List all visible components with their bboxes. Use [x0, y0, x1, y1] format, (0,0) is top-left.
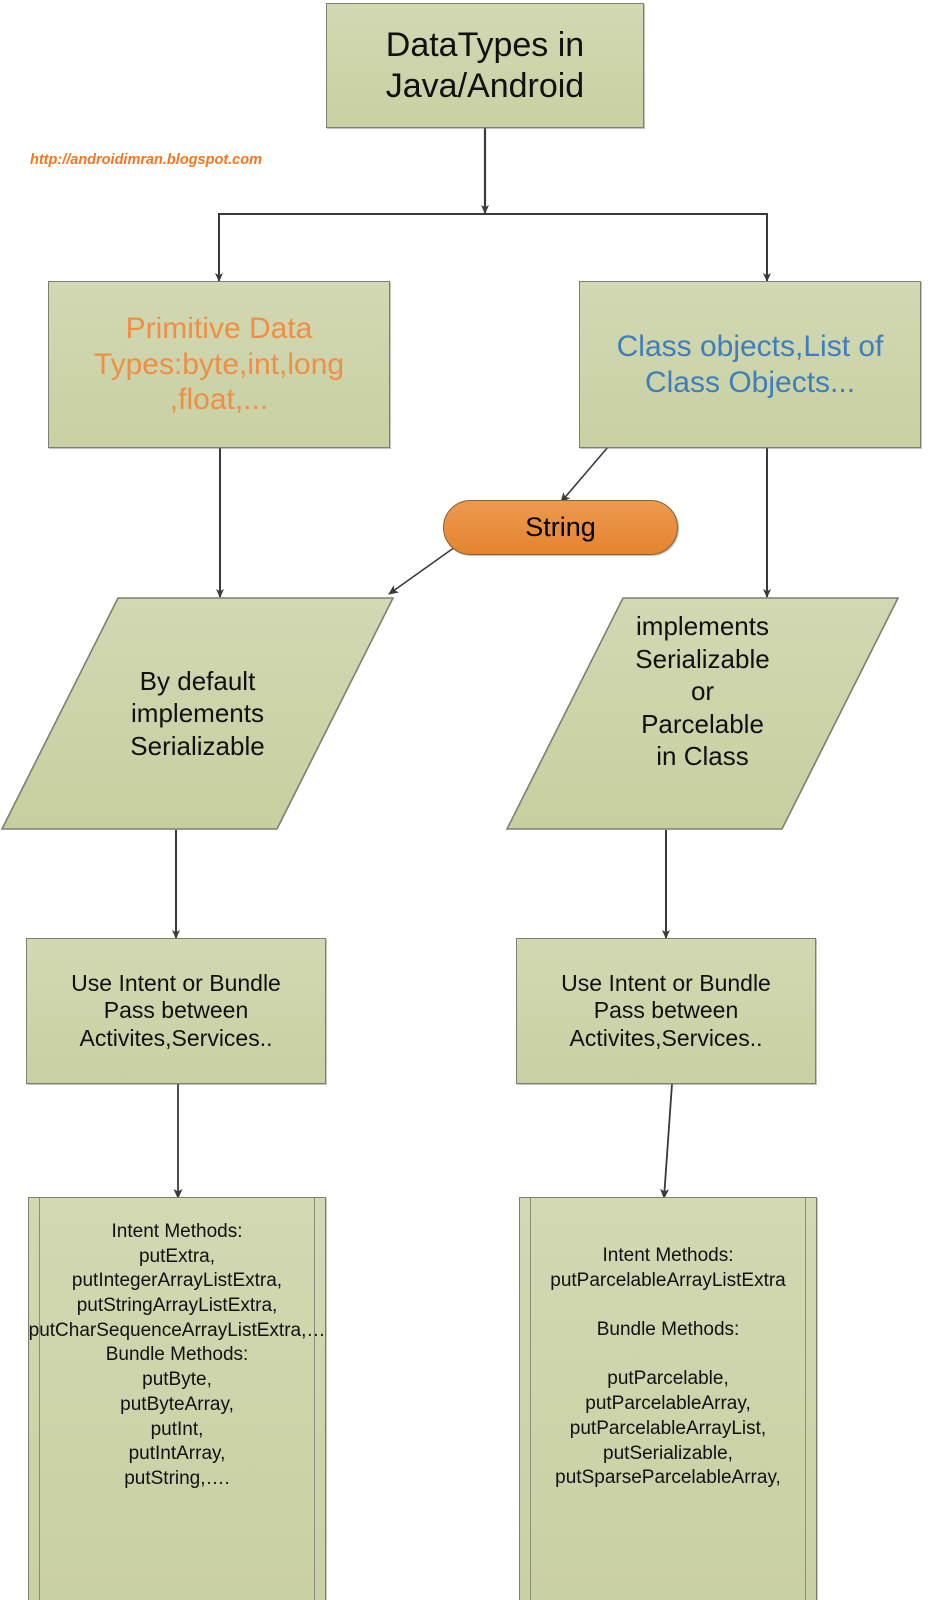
node-implements-serializable-parcelable[interactable]: implements Serializable or Parcelable in…: [505, 596, 900, 831]
process-rail-left-icon: [530, 1198, 531, 1600]
node-string[interactable]: String: [443, 500, 678, 555]
node-implements-label: implements Serializable or Parcelable in…: [635, 611, 770, 771]
watermark-url: http://androidimran.blogspot.com: [30, 152, 262, 168]
node-methods-right[interactable]: Intent Methods: putParcelableArrayListEx…: [519, 1197, 817, 1600]
node-use-intent-left[interactable]: Use Intent or Bundle Pass between Activi…: [26, 938, 326, 1084]
edge-string-to-bydefault: [388, 546, 456, 595]
parallelogram-shape-right: [505, 597, 900, 830]
edge-split-bar: [215, 213, 771, 282]
node-primitive-data-types[interactable]: Primitive Data Types:byte,int,long ,floa…: [48, 281, 390, 448]
node-by-default-serializable[interactable]: By default implements Serializable: [0, 596, 395, 831]
process-rail-right-icon: [805, 1198, 806, 1600]
node-use-intent-right[interactable]: Use Intent or Bundle Pass between Activi…: [516, 938, 816, 1084]
node-methods-right-label: Intent Methods: putParcelableArrayListEx…: [550, 1245, 786, 1489]
parallelogram-shape-left: [0, 597, 395, 830]
node-class-objects[interactable]: Class objects,List of Class Objects...: [579, 281, 921, 448]
node-title[interactable]: DataTypes in Java/Android: [326, 3, 644, 128]
node-by-default-label: By default implements Serializable: [130, 665, 265, 761]
edge-class-to-string: [560, 446, 609, 503]
edge-intentright-to-methodsright: [660, 1083, 673, 1199]
process-rail-right-icon: [314, 1198, 315, 1600]
process-rail-left-icon: [39, 1198, 40, 1600]
node-methods-left-label: Intent Methods: putExtra, putIntegerArra…: [28, 1221, 326, 1489]
node-methods-left[interactable]: Intent Methods: putExtra, putIntegerArra…: [28, 1197, 326, 1600]
